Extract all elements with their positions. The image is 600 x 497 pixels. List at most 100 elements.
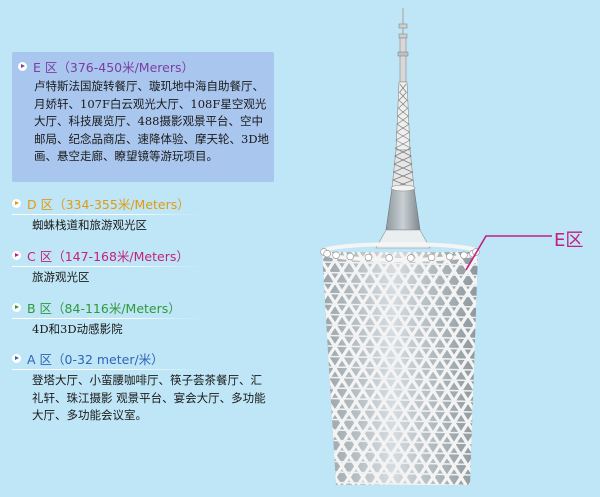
lattice-strut (454, 252, 478, 485)
lattice-strut (396, 131, 410, 141)
divider (12, 318, 202, 319)
lattice-strut (322, 252, 356, 485)
lattice-strut (412, 252, 478, 485)
ring-light (460, 251, 468, 259)
ring-light (427, 253, 436, 262)
lattice-strut (322, 252, 370, 485)
lattice-strut (393, 163, 413, 173)
ring-light (407, 254, 415, 262)
lattice-strut (322, 261, 478, 266)
lattice-strut (512, 252, 600, 485)
zone-c-title: C 区（147-168米/Meters） (27, 248, 189, 264)
lattice-strut (325, 303, 477, 308)
arrow-bullet-icon (18, 61, 27, 71)
lattice-strut (328, 355, 475, 361)
lattice-strut (454, 252, 478, 485)
zone-c-description: 旅游观光区 (32, 270, 90, 284)
lattice-strut (426, 252, 478, 485)
lattice-strut (397, 107, 409, 117)
lattice-strut (412, 252, 478, 485)
zone-e-heading: E 区（376-450米/Merers） (12, 52, 274, 76)
lattice-strut (300, 252, 312, 485)
lattice-strut (526, 252, 600, 485)
lattice-strut (399, 83, 407, 93)
lattice-strut (334, 460, 471, 466)
lattice-strut (395, 139, 411, 149)
zone-e-description: 卢特斯法国旋转餐厅、璇玑地中海自助餐厅、月娇轩、107F白云观光大厅、108F星… (34, 79, 270, 163)
lattice-strut (329, 376, 474, 382)
zone-b-title: B 区（84-116米/Meters） (27, 300, 181, 316)
lattice-strut (326, 324, 476, 329)
ring-lights (320, 248, 480, 262)
zone-d-title: D 区（334-355米/Meters） (27, 196, 190, 212)
lattice-strut (394, 147, 412, 157)
divider (12, 369, 202, 370)
ring-light (385, 254, 393, 262)
lattice-strut (333, 450, 472, 455)
lattice-strut (323, 271, 478, 277)
zone-e-panel: E 区（376-450米/Merers） 卢特斯法国旋转餐厅、璇玑地中海自助餐厅… (12, 52, 274, 182)
lattice-strut (335, 471, 471, 476)
lattice-strut (330, 397, 473, 403)
zone-a-title: A 区（0-32 meter/米） (27, 351, 164, 367)
zone-d-description: 蜘蛛栈道和旅游观光区 (32, 218, 147, 232)
zone-a-panel: A 区（0-32 meter/米） 登塔大厅、小蛮腰咖啡厅、筷子荟茶餐厅、汇礼轩… (12, 348, 266, 425)
lattice-strut (498, 252, 600, 485)
lattice-strut (398, 99, 408, 109)
lattice-strut (398, 91, 408, 101)
lattice-strut (322, 252, 384, 485)
lattice-strut (335, 481, 471, 485)
zone-d-heading: D 区（334-355米/Meters） (12, 193, 242, 213)
zone-e-title: E 区（376-450米/Merers） (33, 59, 194, 75)
lattice-strut (323, 282, 477, 287)
lattice-strut (484, 252, 600, 485)
lattice-strut (394, 155, 412, 165)
lattice-strut (426, 252, 478, 485)
lattice-strut (484, 252, 600, 485)
lattice-strut (396, 123, 410, 133)
arrow-bullet-icon (12, 302, 21, 312)
lattice-strut (322, 252, 398, 485)
lattice-strut (322, 252, 398, 485)
zone-c-panel: C 区（147-168米/Meters） 旅游观光区 (12, 245, 242, 287)
zone-b-heading: B 区（84-116米/Meters） (12, 297, 242, 317)
ring-light (332, 251, 340, 259)
lattice-strut (327, 334, 476, 340)
lattice-strut (322, 252, 370, 485)
zone-a-heading: A 区（0-32 meter/米） (12, 348, 262, 368)
lattice-strut (330, 387, 474, 392)
lattice-strut (300, 252, 312, 485)
lattice-strut (512, 252, 600, 485)
lattice-strut (384, 252, 478, 485)
antenna-mast (391, 8, 415, 189)
tower-core (385, 187, 421, 231)
ring-light (346, 252, 354, 261)
ring-light (446, 252, 454, 261)
lattice-strut (370, 252, 478, 485)
lattice-strut (322, 252, 412, 485)
divider (12, 266, 202, 267)
lattice-strut (327, 345, 475, 350)
lattice-strut (333, 439, 472, 445)
lattice-strut (328, 366, 475, 371)
lattice-strut (468, 252, 478, 485)
zone-a-description: 登塔大厅、小蛮腰咖啡厅、筷子荟茶餐厅、汇礼轩、珠江摄影 观景平台、宴会大厅、多功… (32, 373, 266, 422)
arrow-bullet-icon (12, 353, 21, 363)
lattice-strut (393, 171, 413, 181)
zone-b-description: 4D和3D动感影院 (32, 322, 123, 336)
lattice-strut (322, 252, 426, 485)
lattice-strut (440, 252, 478, 485)
canton-tower-illustration (300, 8, 600, 485)
lattice-strut (526, 252, 600, 485)
lattice-strut (322, 252, 328, 485)
lattice-strut (332, 429, 472, 434)
lattice-strut (331, 408, 473, 413)
divider (12, 214, 202, 215)
ring-light (364, 253, 373, 262)
lattice-strut (440, 252, 478, 485)
arrow-bullet-icon (12, 198, 21, 208)
arrow-bullet-icon (12, 250, 21, 260)
ring-light (323, 249, 331, 258)
lattice-strut (324, 292, 477, 298)
